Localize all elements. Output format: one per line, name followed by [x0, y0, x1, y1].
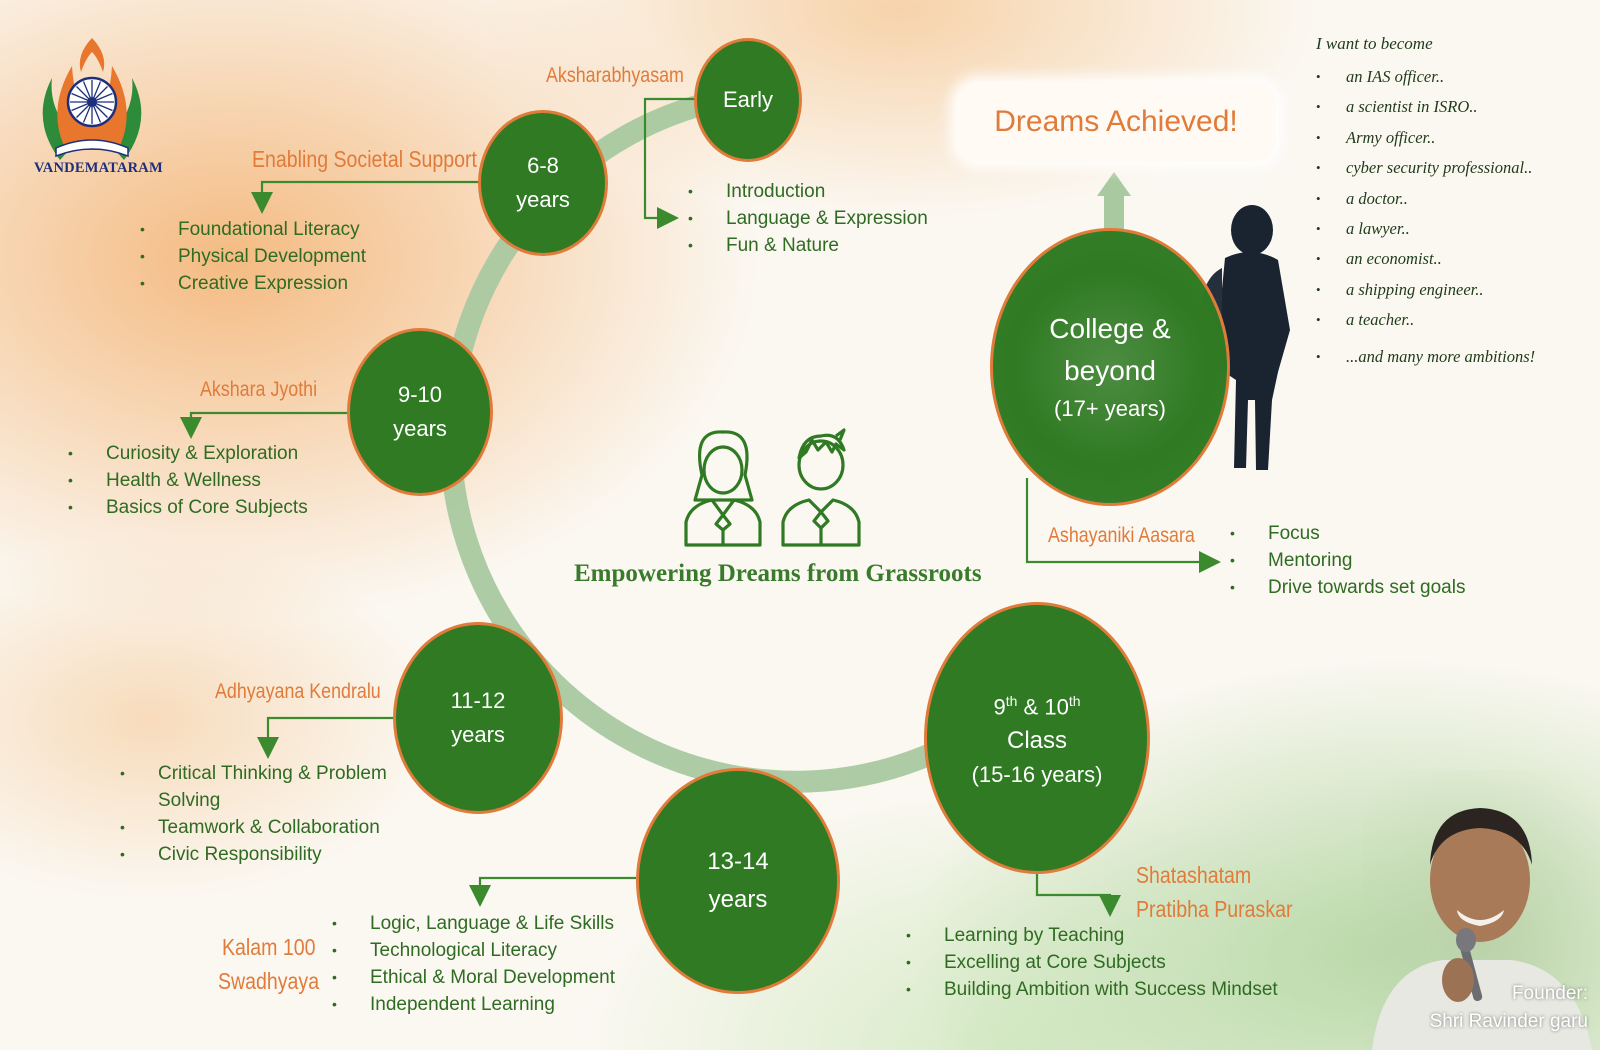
program-ashayaniki-aasara: Ashayaniki Aasara [1048, 524, 1195, 547]
connector-11-12 [257, 716, 394, 759]
class-nine-suffix: th [1005, 692, 1018, 709]
list-item: Critical Thinking & Problem Solving [120, 760, 420, 814]
bullets-college: Focus Mentoring Drive towards set goals [1230, 520, 1465, 601]
list-item: a scientist in ISRO.. [1316, 92, 1535, 123]
stage-circle-college: College & beyond (17+ years) [990, 228, 1230, 506]
list-item: Logic, Language & Life Skills [332, 910, 615, 937]
list-item: a doctor.. [1316, 184, 1535, 215]
list-item: ...and many more ambitions! [1316, 342, 1535, 373]
founder-photo [1362, 770, 1600, 1050]
founder-caption: Founder: Shri Ravinder garu [1430, 980, 1588, 1036]
program-adhyayana-kendralu: Adhyayana Kendralu [215, 680, 381, 703]
list-item: Fun & Nature [688, 232, 928, 259]
list-item: Independent Learning [332, 991, 615, 1018]
list-item: Language & Expression [688, 205, 928, 232]
stage-circle-6-8: 6-8 years [478, 110, 608, 256]
bullets-9-10: Curiosity & Exploration Health & Wellnes… [68, 440, 308, 521]
stage-11-12-line2: years [451, 722, 505, 747]
list-item: a lawyer.. [1316, 214, 1535, 245]
stage-9-10-line2: years [393, 416, 447, 441]
list-item: a shipping engineer.. [1316, 275, 1535, 306]
stage-early-line1: Early [722, 87, 774, 112]
list-item: Army officer.. [1316, 123, 1535, 154]
list-item: Teamwork & Collaboration [120, 814, 420, 841]
stage-class-line2: Class [1006, 727, 1067, 755]
connector-9-10 [180, 411, 348, 439]
program-shatashatam: Shatashatam [1136, 862, 1252, 888]
list-item: Introduction [688, 178, 928, 205]
stage-class-line1: 9th & 10th [994, 684, 1081, 724]
stage-6-8-line1: 6-8 [527, 153, 559, 178]
stage-13-14-line1: 13-14 [707, 848, 769, 875]
program-kalam-100: Kalam 100 [222, 934, 316, 960]
stage-class-line3: (15-16 years) [971, 762, 1103, 788]
list-item: a teacher.. [1316, 305, 1535, 336]
bullets-13-14: Logic, Language & Life Skills Technologi… [332, 910, 615, 1018]
dreams-achieved-box: Dreams Achieved! [956, 82, 1276, 162]
connector-13-14 [469, 876, 636, 907]
founder-label: Founder: [1511, 983, 1588, 1004]
logo-text: VANDEMATARAM [34, 160, 163, 176]
list-item: Technological Literacy [332, 937, 615, 964]
connector-6-8 [251, 180, 480, 214]
list-item: Building Ambition with Success Mindset [906, 976, 1278, 1003]
stage-college-line2: beyond [1064, 355, 1156, 386]
bullets-6-8: Foundational Literacy Physical Developme… [140, 216, 366, 297]
stage-circle-early: Early [694, 38, 802, 162]
program-pratibha-puraskar: Pratibha Puraskar [1136, 896, 1293, 922]
list-item: Basics of Core Subjects [68, 494, 308, 521]
connector-9th-10th [1035, 873, 1121, 917]
bullets-11-12: Critical Thinking & Problem Solving Team… [120, 760, 420, 868]
boy-student-icon [781, 428, 861, 547]
program-enabling-societal-support: Enabling Societal Support [252, 146, 477, 172]
ambitions-panel: I want to become an IAS officer.. a scie… [1316, 34, 1535, 372]
list-item: Ethical & Moral Development [332, 964, 615, 991]
ambitions-heading: I want to become [1316, 34, 1433, 53]
stage-college-line3: (17+ years) [1054, 396, 1166, 421]
logo-emblem-icon [42, 38, 142, 160]
center-title: Empowering Dreams from Grassroots [574, 560, 982, 587]
stage-circle-13-14: 13-14 years [636, 768, 840, 994]
bullets-9th-10th: Learning by Teaching Excelling at Core S… [906, 922, 1278, 1003]
dreams-arrow-head [1097, 172, 1131, 196]
stage-9-10-line1: 9-10 [397, 382, 443, 407]
stage-circle-11-12: 11-12 years [393, 622, 563, 814]
list-item: Mentoring [1230, 547, 1465, 574]
class-ten-suffix: th [1068, 692, 1081, 709]
list-item: Excelling at Core Subjects [906, 949, 1278, 976]
list-item: Foundational Literacy [140, 216, 366, 243]
class-nine: 9 [993, 694, 1006, 720]
list-item: Civic Responsibility [120, 841, 420, 868]
founder-photo-icon [1362, 770, 1600, 1050]
list-item: Health & Wellness [68, 467, 308, 494]
bullets-early: Introduction Language & Expression Fun &… [688, 178, 928, 259]
stage-11-12-line1: 11-12 [450, 688, 506, 713]
program-aksharabhyasam: Aksharabhyasam [546, 64, 684, 87]
dreams-achieved-text: Dreams Achieved! [994, 105, 1238, 138]
stage-college-line1: College & [1049, 313, 1171, 344]
list-item: an economist.. [1316, 244, 1535, 275]
program-akshara-jyothi: Akshara Jyothi [200, 378, 318, 401]
list-item: Learning by Teaching [906, 922, 1278, 949]
stage-circle-9-10: 9-10 years [347, 328, 493, 496]
list-item: cyber security professional.. [1316, 153, 1535, 184]
ambitions-list: an IAS officer.. a scientist in ISRO.. A… [1316, 62, 1535, 372]
program-swadhyaya: Swadhyaya [218, 968, 320, 994]
list-item: Physical Development [140, 243, 366, 270]
connector-early [643, 97, 694, 229]
stage-13-14-line2: years [708, 886, 768, 913]
list-item: Drive towards set goals [1230, 574, 1465, 601]
stage-6-8-line2: years [516, 187, 570, 212]
list-item: Creative Expression [140, 270, 366, 297]
list-item: Curiosity & Exploration [68, 440, 308, 467]
stage-circle-9th-10th: 9th & 10th Class (15-16 years) [924, 602, 1150, 874]
founder-name: Shri Ravinder garu [1429, 1011, 1588, 1032]
girl-student-icon [684, 430, 762, 547]
class-ten: & 10 [1017, 694, 1069, 720]
connector-college [1025, 478, 1221, 573]
list-item: an IAS officer.. [1316, 62, 1535, 93]
list-item: Focus [1230, 520, 1465, 547]
